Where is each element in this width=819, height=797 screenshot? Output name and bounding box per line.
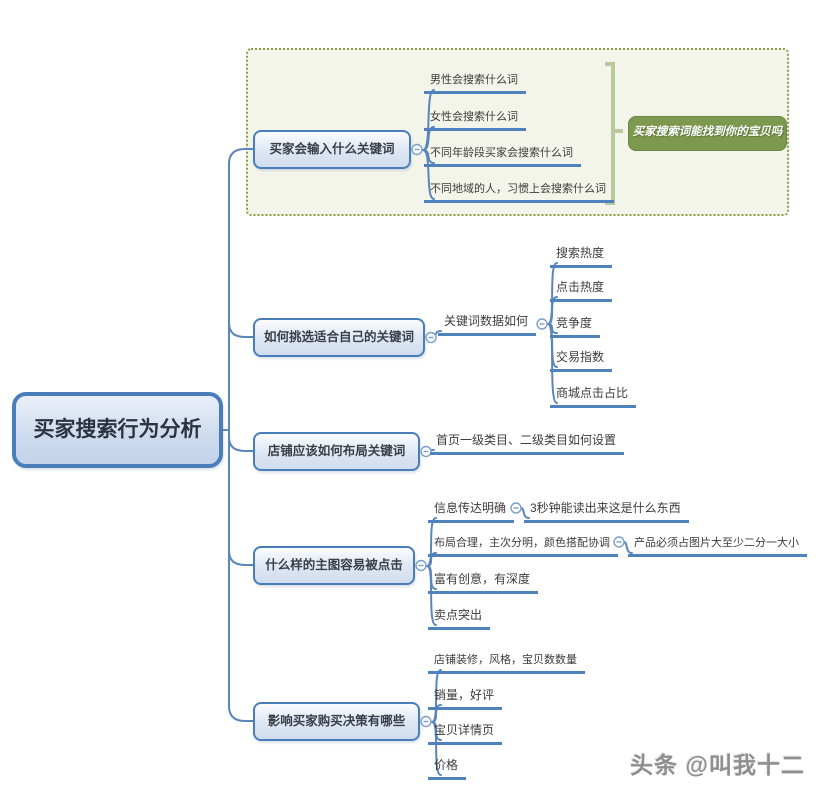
fan-b1-c4 [422, 149, 435, 200]
watermark: 头条 @叫我十二 [630, 752, 805, 778]
topic-keyword-data[interactable]: 关键词数据如何 [438, 310, 537, 336]
root-topic-label: 买家搜索行为分析 [33, 418, 202, 441]
topic-region-search[interactable]: 不同地域的人，习惯上会搜索什么词 [424, 178, 614, 203]
collapse-icon[interactable] [415, 559, 427, 572]
topic-purchase-decision[interactable]: 影响买家购买决策有哪些 [253, 702, 420, 741]
root-topic[interactable]: 买家搜索行为分析 [12, 392, 223, 468]
link-b4-note1 [520, 507, 530, 519]
topic-purchase-decision-label: 影响买家购买决策有哪些 [267, 714, 406, 728]
topic-click-heat[interactable]: 点击热度 [550, 276, 613, 302]
topic-price[interactable]: 价格 [428, 754, 467, 780]
topic-male-search[interactable]: 男性会搜索什么词 [424, 69, 526, 94]
elbow-branch3 [228, 436, 254, 452]
trunk-line-up [228, 148, 254, 431]
summary-callout[interactable]: 买家搜索词能找到你的宝贝吗 [628, 116, 787, 151]
topic-buyer-keywords[interactable]: 买家会输入什么关键词 [253, 130, 411, 169]
topic-shop-layout-label: 店铺应该如何布局关键词 [267, 444, 406, 458]
elbow-branch2 [228, 322, 254, 338]
summary-bracket [605, 62, 623, 205]
collapse-icon[interactable] [420, 445, 432, 458]
topic-female-search[interactable]: 女性会搜索什么词 [424, 106, 526, 131]
topic-buyer-keywords-label: 买家会输入什么关键词 [269, 142, 395, 156]
topic-trade-index[interactable]: 交易指数 [550, 346, 613, 372]
topic-3sec-readable[interactable]: 3秒钟能读出来这是什么东西 [524, 497, 689, 523]
topic-mall-click[interactable]: 商城点击占比 [550, 382, 637, 408]
topic-detail-page[interactable]: 宝贝详情页 [428, 719, 503, 745]
topic-product-size[interactable]: 产品必须占图片大至少二分一大小 [628, 532, 807, 557]
topic-clear-message[interactable]: 信息传达明确 [428, 497, 515, 523]
collapse-icon[interactable] [510, 502, 522, 514]
link-b4-note2 [623, 541, 633, 554]
topic-selling-point[interactable]: 卖点突出 [428, 604, 491, 630]
topic-sales-reviews[interactable]: 销量，好评 [428, 684, 503, 710]
collapse-icon[interactable] [411, 143, 423, 156]
fan-b4-c4 [426, 565, 437, 626]
collapse-icon[interactable] [425, 331, 437, 344]
topic-shop-style[interactable]: 店铺装修，风格，宝贝数数量 [428, 649, 585, 674]
collapse-icons [411, 143, 625, 728]
elbow-branch4 [228, 550, 254, 566]
topic-age-search[interactable]: 不同年龄段买家会搜索什么词 [424, 142, 581, 167]
topic-creative[interactable]: 富有创意，有深度 [428, 568, 539, 594]
fan-kw-c5 [547, 323, 558, 404]
topic-shop-layout[interactable]: 店铺应该如何布局关键词 [253, 432, 420, 471]
topic-search-heat[interactable]: 搜索热度 [550, 242, 613, 268]
topic-choose-keywords[interactable]: 如何挑选适合自己的关键词 [253, 318, 425, 357]
fan-b5-c4 [431, 721, 442, 776]
collapse-icon[interactable] [536, 318, 548, 330]
topic-choose-keywords-label: 如何挑选适合自己的关键词 [263, 330, 414, 344]
collapse-icon[interactable] [613, 536, 625, 548]
topic-good-layout[interactable]: 布局合理，主次分明，颜色搭配协调 [428, 532, 618, 557]
topic-main-image-label: 什么样的主图容易被点击 [265, 558, 403, 572]
collapse-icon[interactable] [420, 715, 432, 728]
topic-category-setup[interactable]: 首页一级类目、二级类目如何设置 [430, 429, 625, 455]
topic-main-image[interactable]: 什么样的主图容易被点击 [253, 546, 415, 585]
topic-competition[interactable]: 竞争度 [550, 312, 601, 338]
trunk-line-down [228, 429, 254, 722]
